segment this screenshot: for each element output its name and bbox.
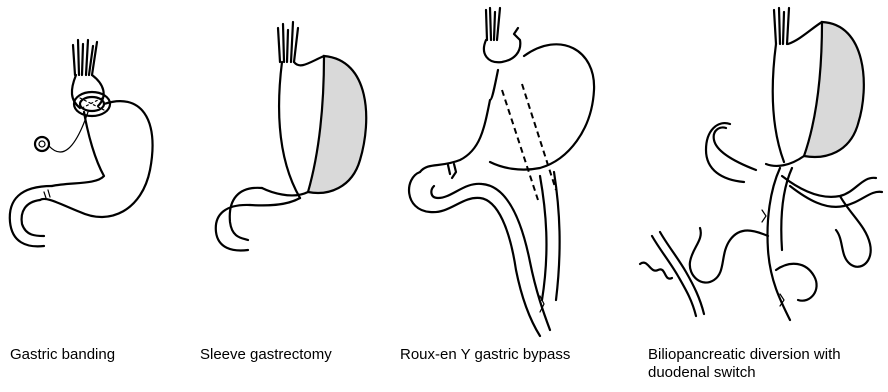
colon-haustra [640, 263, 672, 279]
panel-bpd-ds: Biliopancreatic diversion with duodenal … [630, 0, 888, 392]
esophagus-lines [774, 8, 789, 44]
duodenum [216, 188, 262, 251]
roux-en-y-illustration [390, 0, 620, 340]
small-bowel-inner [431, 184, 550, 330]
panel-roux-en-y: Roux-en Y gastric bypass [390, 0, 620, 392]
pylorus-mark [44, 190, 50, 198]
access-port [35, 112, 88, 152]
common-channel-right [782, 176, 882, 207]
sleeve-lower [766, 156, 804, 166]
stomach-inner-curve [52, 112, 104, 186]
esophagus-lines [486, 8, 500, 40]
bpd-ds-illustration [630, 0, 888, 340]
panel-gastric-banding: Gastric banding [0, 0, 200, 392]
gastric-pouch [484, 28, 520, 62]
duodenal-stump [706, 123, 756, 182]
left-bowel-loop [690, 228, 768, 283]
removed-stomach-portion [804, 22, 864, 157]
esophagus-lines [278, 22, 298, 62]
duodenum [10, 186, 52, 246]
sleeve-gastrectomy-illustration [190, 0, 390, 340]
staple-line [502, 84, 556, 200]
alimentary-limb [768, 168, 793, 320]
removed-stomach-portion [308, 56, 366, 193]
caption-gastric-banding: Gastric banding [10, 346, 115, 364]
gastric-banding-illustration [0, 0, 200, 340]
stapler-mark [448, 164, 456, 178]
caption-bpd-ds-line2: duodenal switch [648, 364, 756, 382]
roux-limb-upper [420, 70, 498, 172]
caption-sleeve-gastrectomy: Sleeve gastrectomy [200, 346, 332, 364]
biliopancreatic-limb [540, 172, 560, 300]
esophagus-lines [73, 40, 97, 75]
caption-bpd-ds-line1: Biliopancreatic diversion with [648, 346, 841, 364]
small-bowel-loop [409, 172, 540, 336]
panel-sleeve-gastrectomy: Sleeve gastrectomy [190, 0, 390, 392]
remnant-stomach [490, 44, 594, 169]
caption-roux-en-y: Roux-en Y gastric bypass [400, 346, 570, 364]
middle-bowel-loop [776, 264, 817, 301]
